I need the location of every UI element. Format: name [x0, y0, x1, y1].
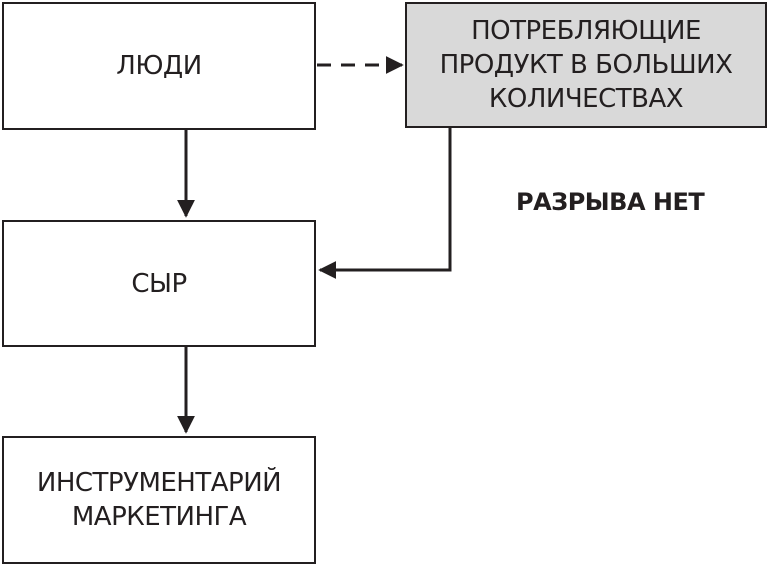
node-cheese: СЫР [2, 220, 316, 347]
node-cheese-label: СЫР [131, 267, 187, 301]
node-toolkit: ИНСТРУМЕНТАРИЙ МАРКЕТИНГА [2, 436, 316, 564]
node-toolkit-line-1: ИНСТРУМЕНТАРИЙ [36, 468, 282, 498]
node-consumers-line-1: ПОТРЕБЛЯЮЩИЕ [471, 16, 701, 46]
node-people-label: ЛЮДИ [116, 49, 202, 83]
node-consumers-line-2: ПРОДУКТ В БОЛЬШИХ [439, 50, 733, 80]
node-consumers-line-3: КОЛИЧЕСТВАХ [488, 84, 684, 114]
node-cheese-line-1: СЫР [131, 268, 187, 299]
node-people: ЛЮДИ [2, 2, 316, 130]
node-toolkit-line-2: МАРКЕТИНГА [71, 502, 247, 532]
node-people-line-1: ЛЮДИ [116, 51, 202, 81]
node-consumers: ПОТРЕБЛЯЮЩИЕ ПРОДУКТ В БОЛЬШИХ КОЛИЧЕСТВ… [405, 2, 767, 128]
node-toolkit-label: ИНСТРУМЕНТАРИЙ МАРКЕТИНГА [36, 466, 282, 534]
no-gap-annotation: РАЗРЫВА НЕТ [516, 188, 705, 216]
node-consumers-label: ПОТРЕБЛЯЮЩИЕ ПРОДУКТ В БОЛЬШИХ КОЛИЧЕСТВ… [440, 14, 733, 116]
arrow-consumers-to-cheese [318, 128, 452, 279]
